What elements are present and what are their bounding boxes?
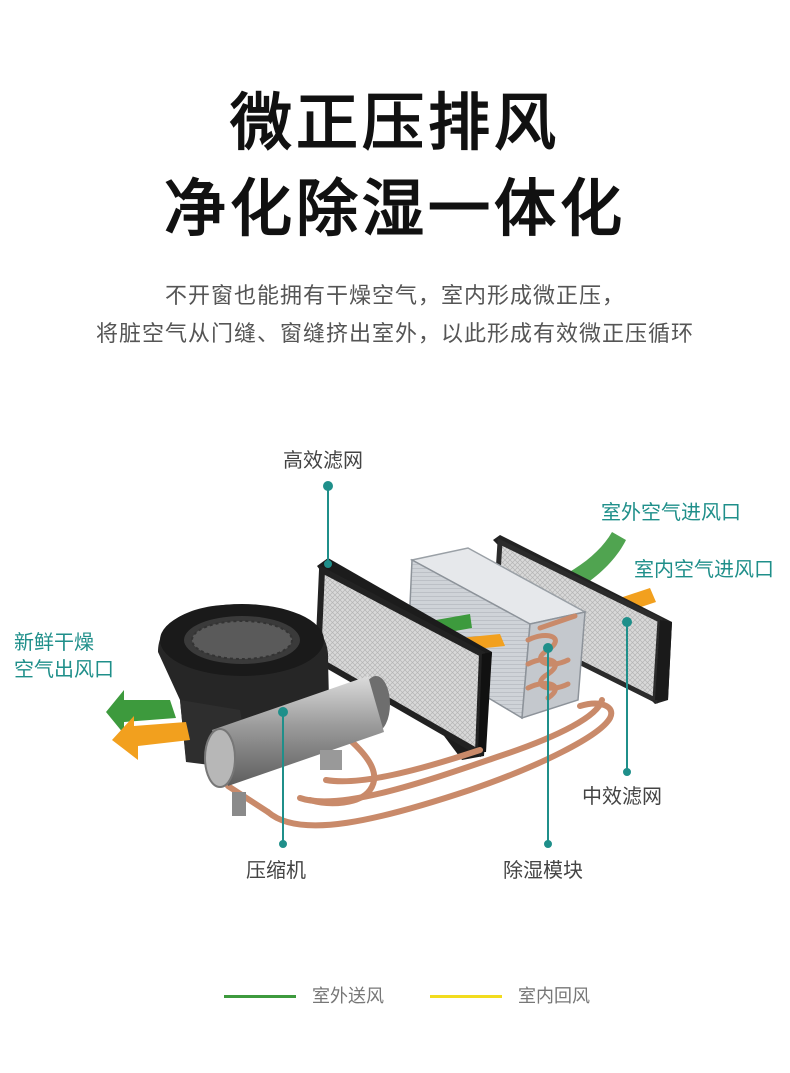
fresh-outlet-green-arrow <box>106 690 176 734</box>
indoor-inlet-label: 室内空气进风口 <box>634 557 774 581</box>
fresh-outlet-label-1: 新鲜干燥 <box>14 630 94 654</box>
page-title: 微正压排风 <box>229 86 560 159</box>
callout-leaders <box>278 481 632 848</box>
dehumid-module-label: 除湿模块 <box>503 858 583 882</box>
page-subtitle: 净化除湿一体化 <box>163 172 626 245</box>
legend-swatch-outdoor <box>224 995 296 998</box>
compressor-label: 压缩机 <box>246 858 306 882</box>
outdoor-inlet-label: 室外空气进风口 <box>601 500 741 524</box>
legend-label-indoor: 室内回风 <box>518 986 590 1007</box>
description-line-1: 不开窗也能拥有干燥空气，室内形成微正压， <box>164 284 625 309</box>
fresh-outlet-orange-arrow <box>112 716 190 760</box>
compressor-graphic <box>204 676 390 816</box>
hepa-filter-label: 高效滤网 <box>283 448 363 472</box>
medium-filter-label: 中效滤网 <box>582 784 662 808</box>
copper-pipes <box>225 697 615 829</box>
description-line-2: 将脏空气从门缝、窗缝挤出室外，以此形成有效微正压循环 <box>95 322 694 347</box>
legend-label-outdoor: 室外送风 <box>312 986 384 1007</box>
fresh-outlet-label-2: 空气出风口 <box>14 657 114 681</box>
legend-swatch-indoor <box>430 995 502 998</box>
